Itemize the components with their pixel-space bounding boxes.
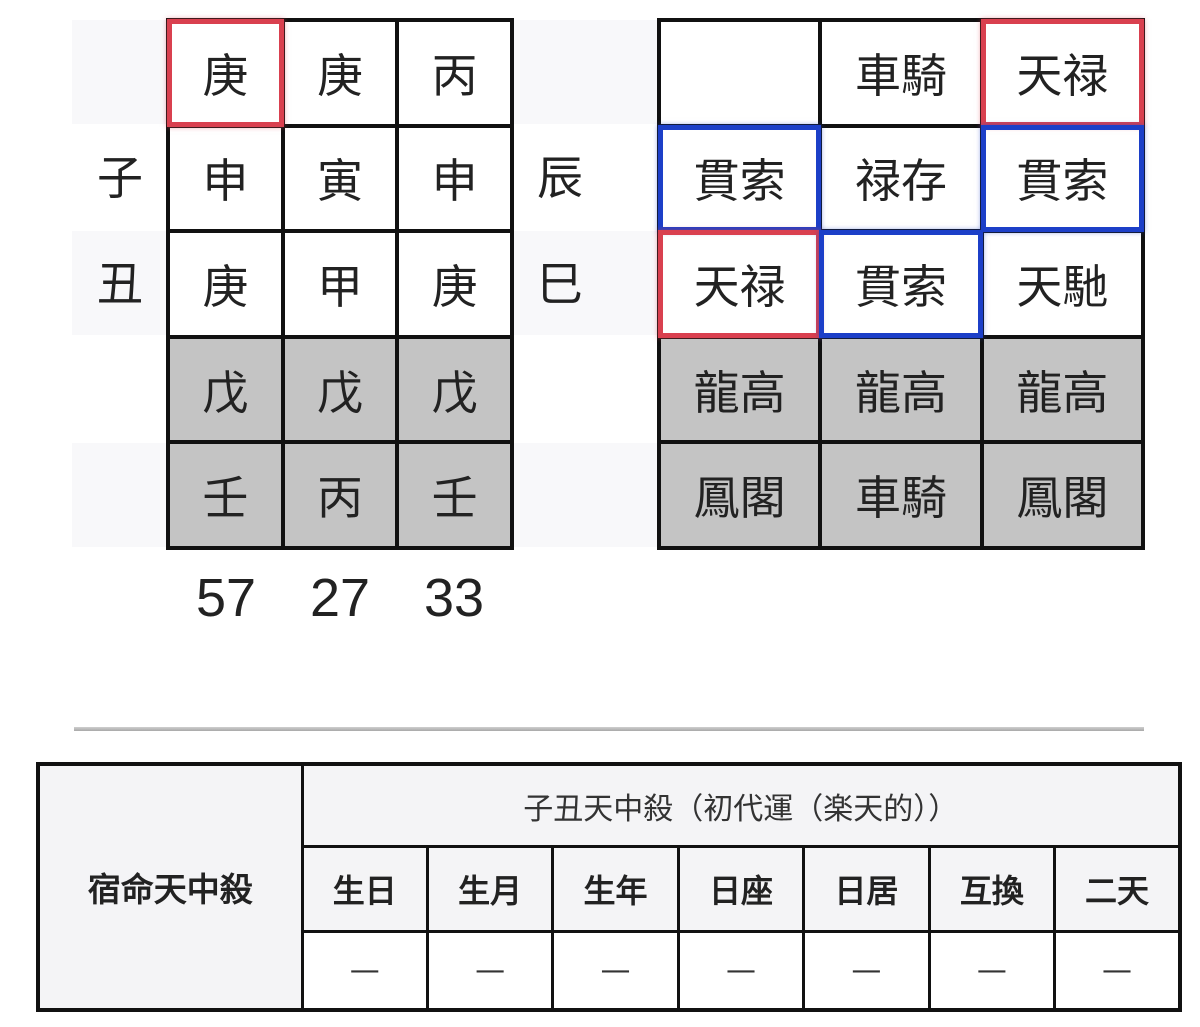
meishiki-cell: 庚: [166, 18, 286, 129]
tenchu-value: —: [300, 929, 429, 1012]
meishiki-cell: 丙: [395, 18, 514, 128]
tenchu-value: —: [425, 929, 555, 1012]
tenchu-column-header: 二天: [1053, 845, 1182, 933]
meishiki-cell: 申: [166, 123, 285, 234]
stars-cell: 天馳: [979, 229, 1146, 339]
stars-cell: 天禄: [979, 18, 1147, 129]
tenchu-value: —: [927, 929, 1057, 1012]
tenchu-value: —: [802, 929, 931, 1012]
stars-grid: 車騎 天禄 貫索 禄存 貫索 天禄 貫索 天馳 龍高 龍高 龍高 鳳閣 車騎 鳳…: [656, 18, 1147, 550]
meishiki-cell: 申: [395, 123, 514, 234]
tenchu-column-header: 生日: [300, 845, 429, 933]
meishiki-cell: 甲: [280, 229, 400, 339]
meishiki-cell: 戊: [166, 334, 285, 445]
meishiki-row: 庚 甲 庚: [166, 229, 514, 339]
tenchu-type-row: 宿命天中殺 子丑天中殺（初代運（楽天的））: [36, 762, 1182, 1012]
meishiki-cell: 戊: [395, 334, 514, 445]
stars-cell: 鳳閣: [979, 440, 1146, 550]
meishiki-cell: 庚: [280, 18, 400, 128]
stars-cell: [656, 18, 823, 128]
tenchu-column-header: 生月: [425, 845, 555, 933]
stars-row: 鳳閣 車騎 鳳閣: [656, 440, 1146, 550]
stars-cell: 貫索: [656, 123, 824, 234]
section-divider: [74, 727, 1144, 731]
meishiki-row: 庚 庚 丙: [166, 18, 514, 129]
stars-cell: 車騎: [818, 440, 984, 550]
stars-row: 天禄 貫索 天馳: [656, 229, 1146, 340]
stars-cell: 禄存: [818, 123, 984, 234]
stars-cell: 車騎: [818, 18, 984, 128]
branch-label-right-1: 辰: [537, 151, 583, 205]
age-label: 33: [423, 568, 485, 628]
branch-label-left-1: 子: [97, 151, 143, 205]
stars-cell: 貫索: [818, 229, 985, 340]
tenchu-type: 子丑天中殺（初代運（楽天的））: [300, 762, 1182, 849]
meishiki-row: 申 寅 申: [166, 123, 514, 234]
tenchu-column-header: 日居: [802, 845, 931, 933]
tenchu-column-header: 互換: [927, 845, 1057, 933]
meishiki-grid: 庚 庚 丙 申 寅 申 庚 甲 庚 戊 戊 戊 壬 丙 壬: [166, 18, 514, 550]
tenchu-header: 宿命天中殺: [36, 762, 304, 1012]
stars-row: 車騎 天禄: [656, 18, 1147, 129]
tenchu-column-header: 日座: [676, 845, 806, 933]
meishiki-cell: 丙: [280, 440, 400, 550]
meishiki-cell: 庚: [395, 229, 514, 339]
meishiki-cell: 壬: [166, 440, 285, 550]
tenchu-value: —: [1053, 929, 1182, 1012]
tenchu-column-header: 生年: [551, 845, 680, 933]
meishiki-cell: 戊: [280, 334, 400, 445]
meishiki-cell: 庚: [166, 229, 285, 339]
meishiki-cell: 寅: [280, 123, 400, 234]
stars-cell: 龍高: [818, 334, 984, 445]
stars-cell: 貫索: [979, 123, 1147, 234]
meishiki-row: 壬 丙 壬: [166, 440, 514, 550]
stars-cell: 龍高: [656, 334, 823, 445]
tenchu-columns-row: 生日 生月 生年 日座 日居 互換 二天: [38, 845, 1182, 933]
tenchu-values-row: — — — — — — —: [38, 929, 1182, 1012]
stars-cell: 鳳閣: [656, 440, 823, 550]
tenchu-value: —: [551, 929, 680, 1012]
meishiki-row: 戊 戊 戊: [166, 334, 514, 445]
branch-label-left-2: 丑: [97, 257, 143, 311]
meishiki-cell: 壬: [395, 440, 514, 550]
stars-row: 龍高 龍高 龍高: [656, 334, 1146, 445]
stars-cell: 天禄: [656, 229, 824, 340]
tenchu-table: 宿命天中殺 子丑天中殺（初代運（楽天的）） 生日 生月 生年 日座 日居 互換 …: [36, 762, 1182, 1012]
age-label: 57: [195, 568, 257, 628]
stars-row: 貫索 禄存 貫索: [656, 123, 1147, 234]
branch-label-right-2: 巳: [537, 257, 583, 311]
stars-cell: 龍高: [979, 334, 1146, 445]
tenchu-value: —: [676, 929, 806, 1012]
age-label: 27: [309, 568, 371, 628]
